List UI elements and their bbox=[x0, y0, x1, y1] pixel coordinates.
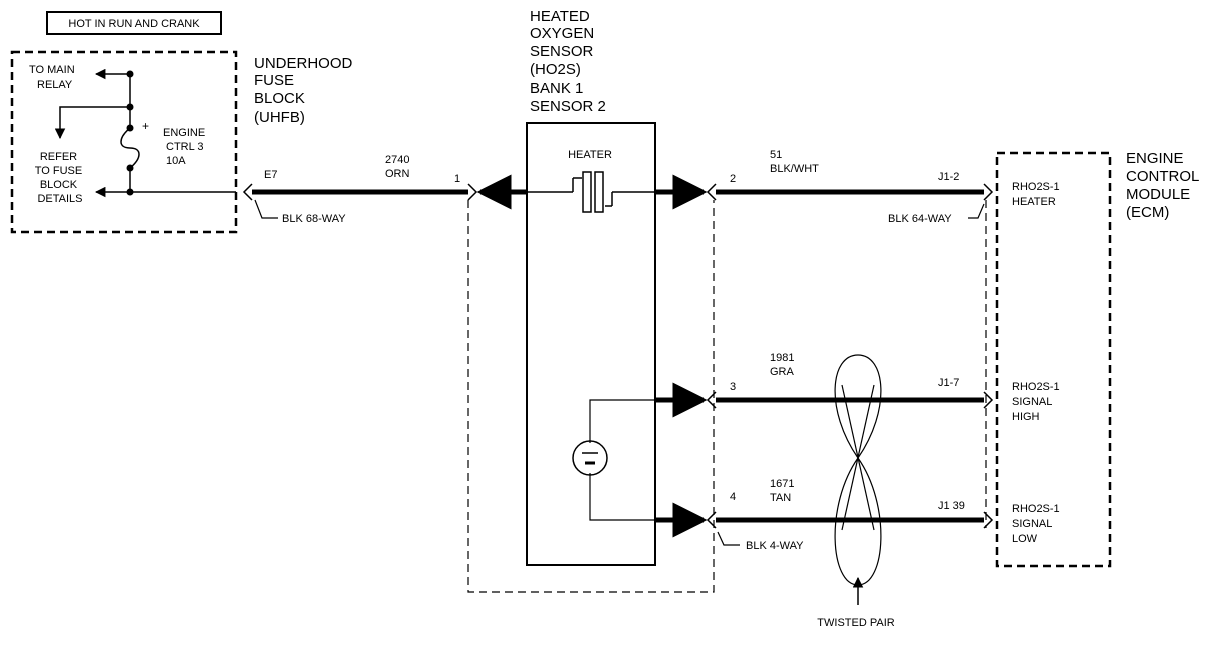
fuse-terminal: E7 bbox=[264, 169, 277, 181]
refer-line-3: BLOCK bbox=[40, 179, 78, 191]
fuse-line-3: 10A bbox=[166, 155, 186, 167]
sensor-connector-label: BLK 4-WAY bbox=[746, 540, 804, 552]
wire-4-circuit: 1671 bbox=[770, 478, 794, 490]
wire-2-color: BLK/WHT bbox=[770, 163, 819, 175]
ecm-label-c-line-1: RHO2S-1 bbox=[1012, 503, 1060, 515]
oxygen-sensor: HEATED OXYGEN SENSOR (HO2S) BANK 1 SENSO… bbox=[467, 8, 804, 593]
fuse-connector-label: BLK 68-WAY bbox=[282, 213, 346, 225]
fuse-block-title-line-4: (UHFB) bbox=[254, 109, 305, 126]
refer-label: REFER TO FUSE BLOCK DETAILS bbox=[35, 151, 86, 205]
to-main-relay-label: TO MAIN RELAY bbox=[29, 64, 78, 91]
ecm-label-b-line-3: HIGH bbox=[1012, 411, 1040, 423]
wire-4-color: TAN bbox=[770, 492, 791, 504]
wire-2740: 2740 ORN 1 bbox=[242, 154, 478, 201]
refer-line-1: REFER bbox=[40, 151, 77, 163]
ecm-title-line-2: CONTROL bbox=[1126, 168, 1199, 185]
refer-line-2: TO FUSE bbox=[35, 165, 82, 177]
sensor-title-line-1: HEATED bbox=[530, 8, 590, 25]
sensor-pin-3: 3 bbox=[730, 381, 736, 393]
sensor-pin-4: 4 bbox=[730, 491, 736, 503]
ecm-label-b-line-1: RHO2S-1 bbox=[1012, 381, 1060, 393]
fuse-icon bbox=[120, 127, 140, 169]
sensor-pin-2: 2 bbox=[730, 173, 736, 185]
fuse-block-title: UNDERHOOD FUSE BLOCK (UHFB) bbox=[254, 55, 357, 126]
ecm-label-b-line-2: SIGNAL bbox=[1012, 396, 1052, 408]
fuse-block-title-line-1: UNDERHOOD bbox=[254, 55, 353, 72]
ecm-pin-b: J1-7 bbox=[938, 377, 959, 389]
banner-text: HOT IN RUN AND CRANK bbox=[68, 18, 200, 30]
ecm-label-c: RHO2S-1 SIGNAL LOW bbox=[1012, 503, 1063, 545]
ecm-label-a-line-1: RHO2S-1 bbox=[1012, 181, 1060, 193]
to-main-line-1: TO MAIN bbox=[29, 64, 75, 76]
fuse-line-2: CTRL 3 bbox=[166, 141, 204, 153]
wire-3-circuit: 1981 bbox=[770, 352, 794, 364]
ecm-label-a: RHO2S-1 HEATER bbox=[1012, 181, 1063, 208]
sensor-title-line-3: SENSOR bbox=[530, 43, 594, 60]
ecm-pin-c: J1 39 bbox=[938, 500, 965, 512]
sensor-title-line-2: OXYGEN bbox=[530, 25, 594, 42]
heater-label: HEATER bbox=[568, 149, 612, 161]
ecm-label-c-line-2: SIGNAL bbox=[1012, 518, 1052, 530]
ecm-connector: J1-2 J1-7 J1 39 BLK 64-WAY bbox=[888, 171, 987, 528]
to-main-line-2: RELAY bbox=[37, 79, 73, 91]
ecm-connector-label: BLK 64-WAY bbox=[888, 213, 952, 225]
ecm-title-line-1: ENGINE bbox=[1126, 150, 1184, 167]
banner: HOT IN RUN AND CRANK bbox=[46, 11, 222, 35]
fuse-label: ENGINE CTRL 3 10A bbox=[163, 127, 208, 167]
wire-2-circuit: 51 bbox=[770, 149, 782, 161]
fuse-block: UNDERHOOD FUSE BLOCK (UHFB) TO MAIN RELA… bbox=[10, 50, 357, 234]
sensor-title: HEATED OXYGEN SENSOR (HO2S) BANK 1 SENSO… bbox=[530, 8, 606, 115]
fuse-line-1: ENGINE bbox=[163, 127, 205, 139]
sensor-title-line-4: (HO2S) bbox=[530, 61, 581, 78]
sensor-title-line-6: SENSOR 2 bbox=[530, 98, 606, 115]
sensor-pin-1: 1 bbox=[454, 173, 460, 185]
refer-arrow-icon bbox=[54, 106, 130, 140]
ecm-label-b: RHO2S-1 SIGNAL HIGH bbox=[1012, 381, 1063, 423]
fuse-block-title-line-3: BLOCK bbox=[254, 90, 305, 107]
refer-line-4: DETAILS bbox=[37, 193, 82, 205]
twisted-pair-icon bbox=[834, 354, 882, 605]
wire-3-color: GRA bbox=[770, 366, 795, 378]
ecm-title-line-3: MODULE bbox=[1126, 186, 1190, 203]
wire-1-color: ORN bbox=[385, 168, 410, 180]
fuse-block-title-line-2: FUSE bbox=[254, 72, 294, 89]
wire-51: 51 BLK/WHT bbox=[706, 149, 994, 201]
ecm-label-c-line-3: LOW bbox=[1012, 533, 1038, 545]
ecm-pin-a: J1-2 bbox=[938, 171, 959, 183]
ecm-title-line-4: (ECM) bbox=[1126, 204, 1169, 221]
twisted-pair-label: TWISTED PAIR bbox=[817, 617, 894, 629]
wire-1-circuit: 2740 bbox=[385, 154, 409, 166]
ecm-label-a-line-2: HEATER bbox=[1012, 196, 1056, 208]
ecm-title: ENGINE CONTROL MODULE (ECM) bbox=[1126, 150, 1203, 221]
heater-element-icon bbox=[527, 171, 655, 213]
sensor-cell-icon bbox=[572, 399, 655, 521]
sensor-title-line-5: BANK 1 bbox=[530, 80, 583, 97]
ecm: ENGINE CONTROL MODULE (ECM) RHO2S-1 HEAT… bbox=[995, 150, 1203, 568]
wire-1981: 1981 GRA bbox=[706, 352, 994, 409]
fuse-polarity: + bbox=[142, 119, 149, 133]
wire-1671: 1671 TAN bbox=[706, 478, 994, 529]
